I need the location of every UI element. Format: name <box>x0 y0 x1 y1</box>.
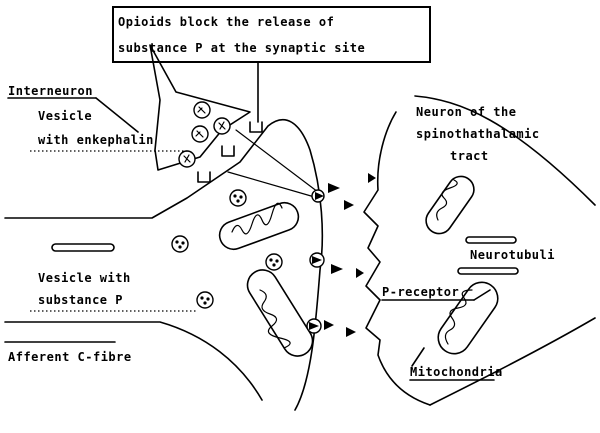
substance-p-molecule-7 <box>346 327 356 337</box>
neurotubulus-2 <box>458 268 518 274</box>
interneuron-leader-2 <box>96 98 138 132</box>
afferent-neurotubulus <box>52 244 114 251</box>
neuron-label-2: spinothathalamic <box>416 127 540 141</box>
substance-p-molecule-5 <box>356 268 364 278</box>
interneuron-label: Interneuron <box>8 84 93 98</box>
substance-p-molecule-4 <box>331 264 343 274</box>
substance-p-vesicle-4 <box>197 292 213 308</box>
p-receptor-leader-2 <box>474 290 490 300</box>
postsynaptic-membrane <box>364 112 430 405</box>
opioids-caption-line-1: Opioids block the release of <box>118 15 334 29</box>
afferent-mitochondrion-1 <box>216 199 303 253</box>
substance-p-molecule-2 <box>344 200 354 210</box>
mitochondria-label: Mitochondria <box>410 365 503 379</box>
opioid-receptor-2 <box>222 146 234 156</box>
substance-p-vesicle-2 <box>172 236 188 252</box>
mitochondria-leader-2 <box>412 348 424 366</box>
substance-p-vesicle-1 <box>230 190 246 206</box>
opioid-receptor-3 <box>198 172 210 182</box>
substance-p-vesicle-3 <box>266 254 282 270</box>
substance-p-molecules <box>324 173 376 337</box>
neurotubulus-1 <box>466 237 516 243</box>
neuron-label-3: tract <box>450 149 489 163</box>
substance-p-molecule-1 <box>328 183 340 193</box>
vesicle-enkephalin-label-2: with enkephalin <box>38 133 154 147</box>
afferent-mitochondrion-2 <box>242 264 318 361</box>
p-receptor-label: P-receptor <box>382 285 459 299</box>
vesicle-enkephalin-label-1: Vesicle <box>38 109 92 123</box>
substance-p-molecule-3 <box>368 173 376 183</box>
opioid-receptor-1 <box>250 122 262 132</box>
neurotubuli-label: Neurotubuli <box>470 248 555 262</box>
afferent-label: Afferent C-fibre <box>8 350 132 364</box>
substance-p-vesicles <box>172 190 282 308</box>
neuron-mitochondrion-1 <box>421 171 479 238</box>
neuron-label-1: Neuron of the <box>416 105 516 119</box>
interneuron-terminal <box>150 45 262 182</box>
substance-p-molecule-6 <box>324 320 334 330</box>
vesicle-p-label-1: Vesicle with <box>38 271 131 285</box>
afferent-mitochondria <box>216 199 318 362</box>
vesicle-p-label-2: substance P <box>38 293 123 307</box>
